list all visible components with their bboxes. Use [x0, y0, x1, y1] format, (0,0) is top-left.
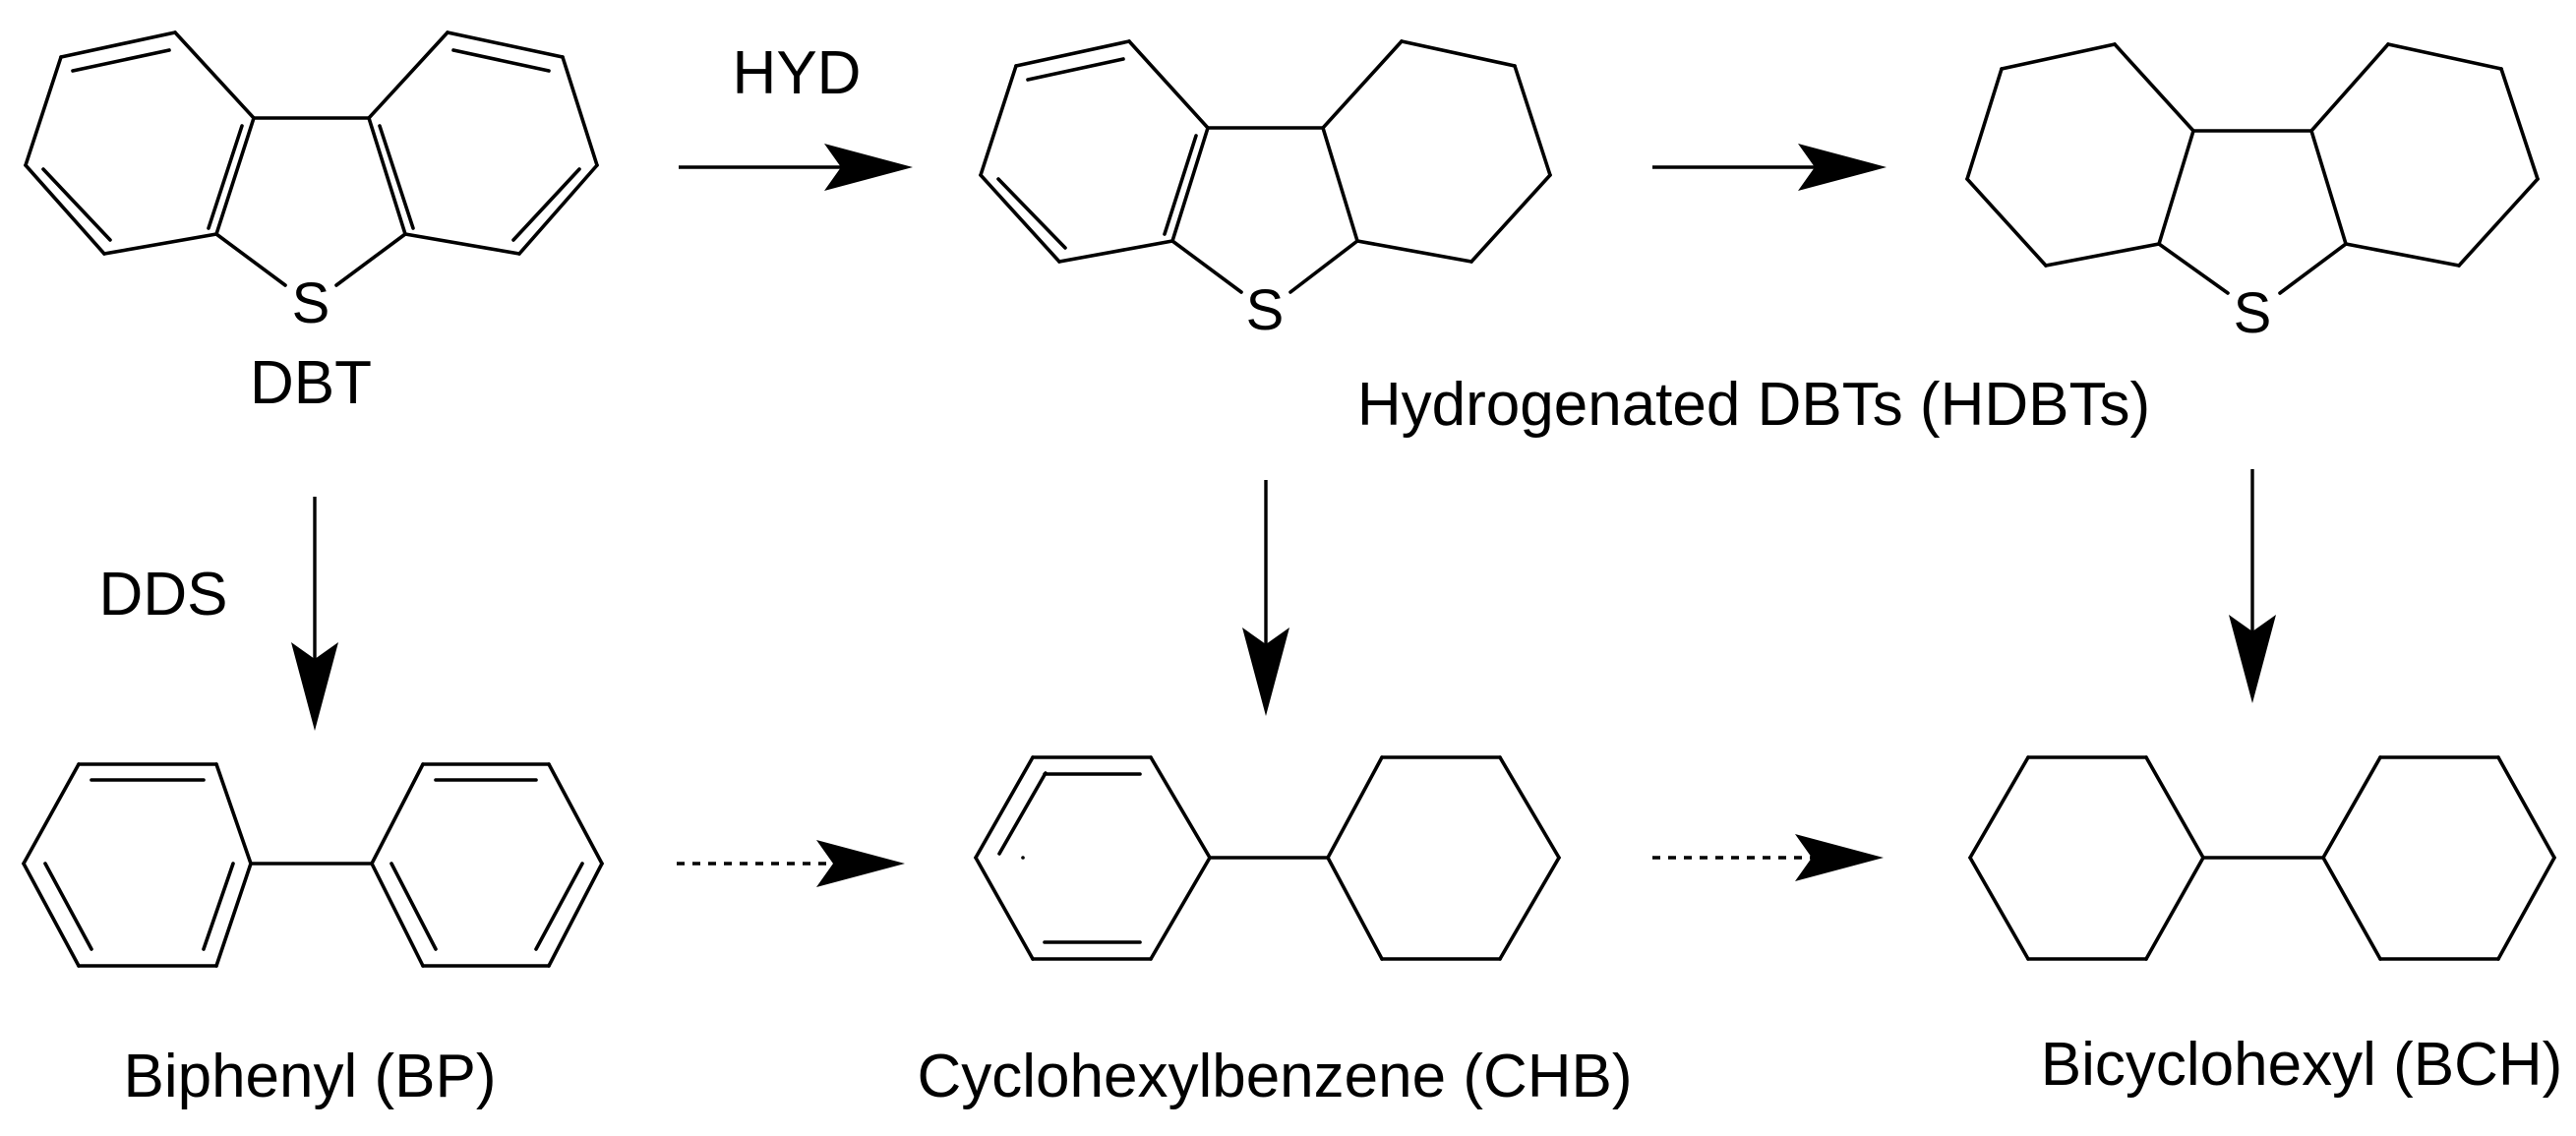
chb-label: Cyclohexylbenzene (CHB): [917, 1043, 1632, 1110]
tetrahydro-dbt-structure: S: [979, 39, 1552, 342]
hyd-label: HYD: [733, 39, 862, 107]
chb-to-bch-dashed-arrow: [1652, 834, 1884, 881]
perhydro-dbt-structure: S: [1965, 42, 2540, 345]
perhydro-dbt-sulfur-atom: S: [2234, 281, 2272, 345]
bp-to-chb-dashed-arrow: [677, 840, 905, 887]
hdbts-to-chb-arrow: [1242, 480, 1289, 716]
dds-arrow: [291, 497, 338, 731]
bicyclohexyl-structure: [1968, 755, 2556, 961]
biphenyl-structure: [22, 762, 604, 968]
dbt-structure: S: [24, 30, 599, 335]
hyd-arrow: [679, 144, 913, 191]
hydrogenation-arrow: [1652, 144, 1887, 191]
cyclohexylbenzene-structure: [974, 755, 1561, 961]
bp-label: Biphenyl (BP): [123, 1043, 496, 1110]
dbt-label: DBT: [250, 349, 372, 417]
dds-label: DDS: [99, 561, 228, 628]
tetrahydro-dbt-sulfur-atom: S: [1246, 278, 1285, 342]
hdbts-label: Hydrogenated DBTs (HDBTs): [1357, 371, 2150, 439]
bch-label: Bicyclohexyl (BCH): [2041, 1031, 2563, 1099]
hdbts-to-bch-arrow: [2229, 469, 2276, 703]
dbt-sulfur-atom: S: [292, 271, 330, 335]
